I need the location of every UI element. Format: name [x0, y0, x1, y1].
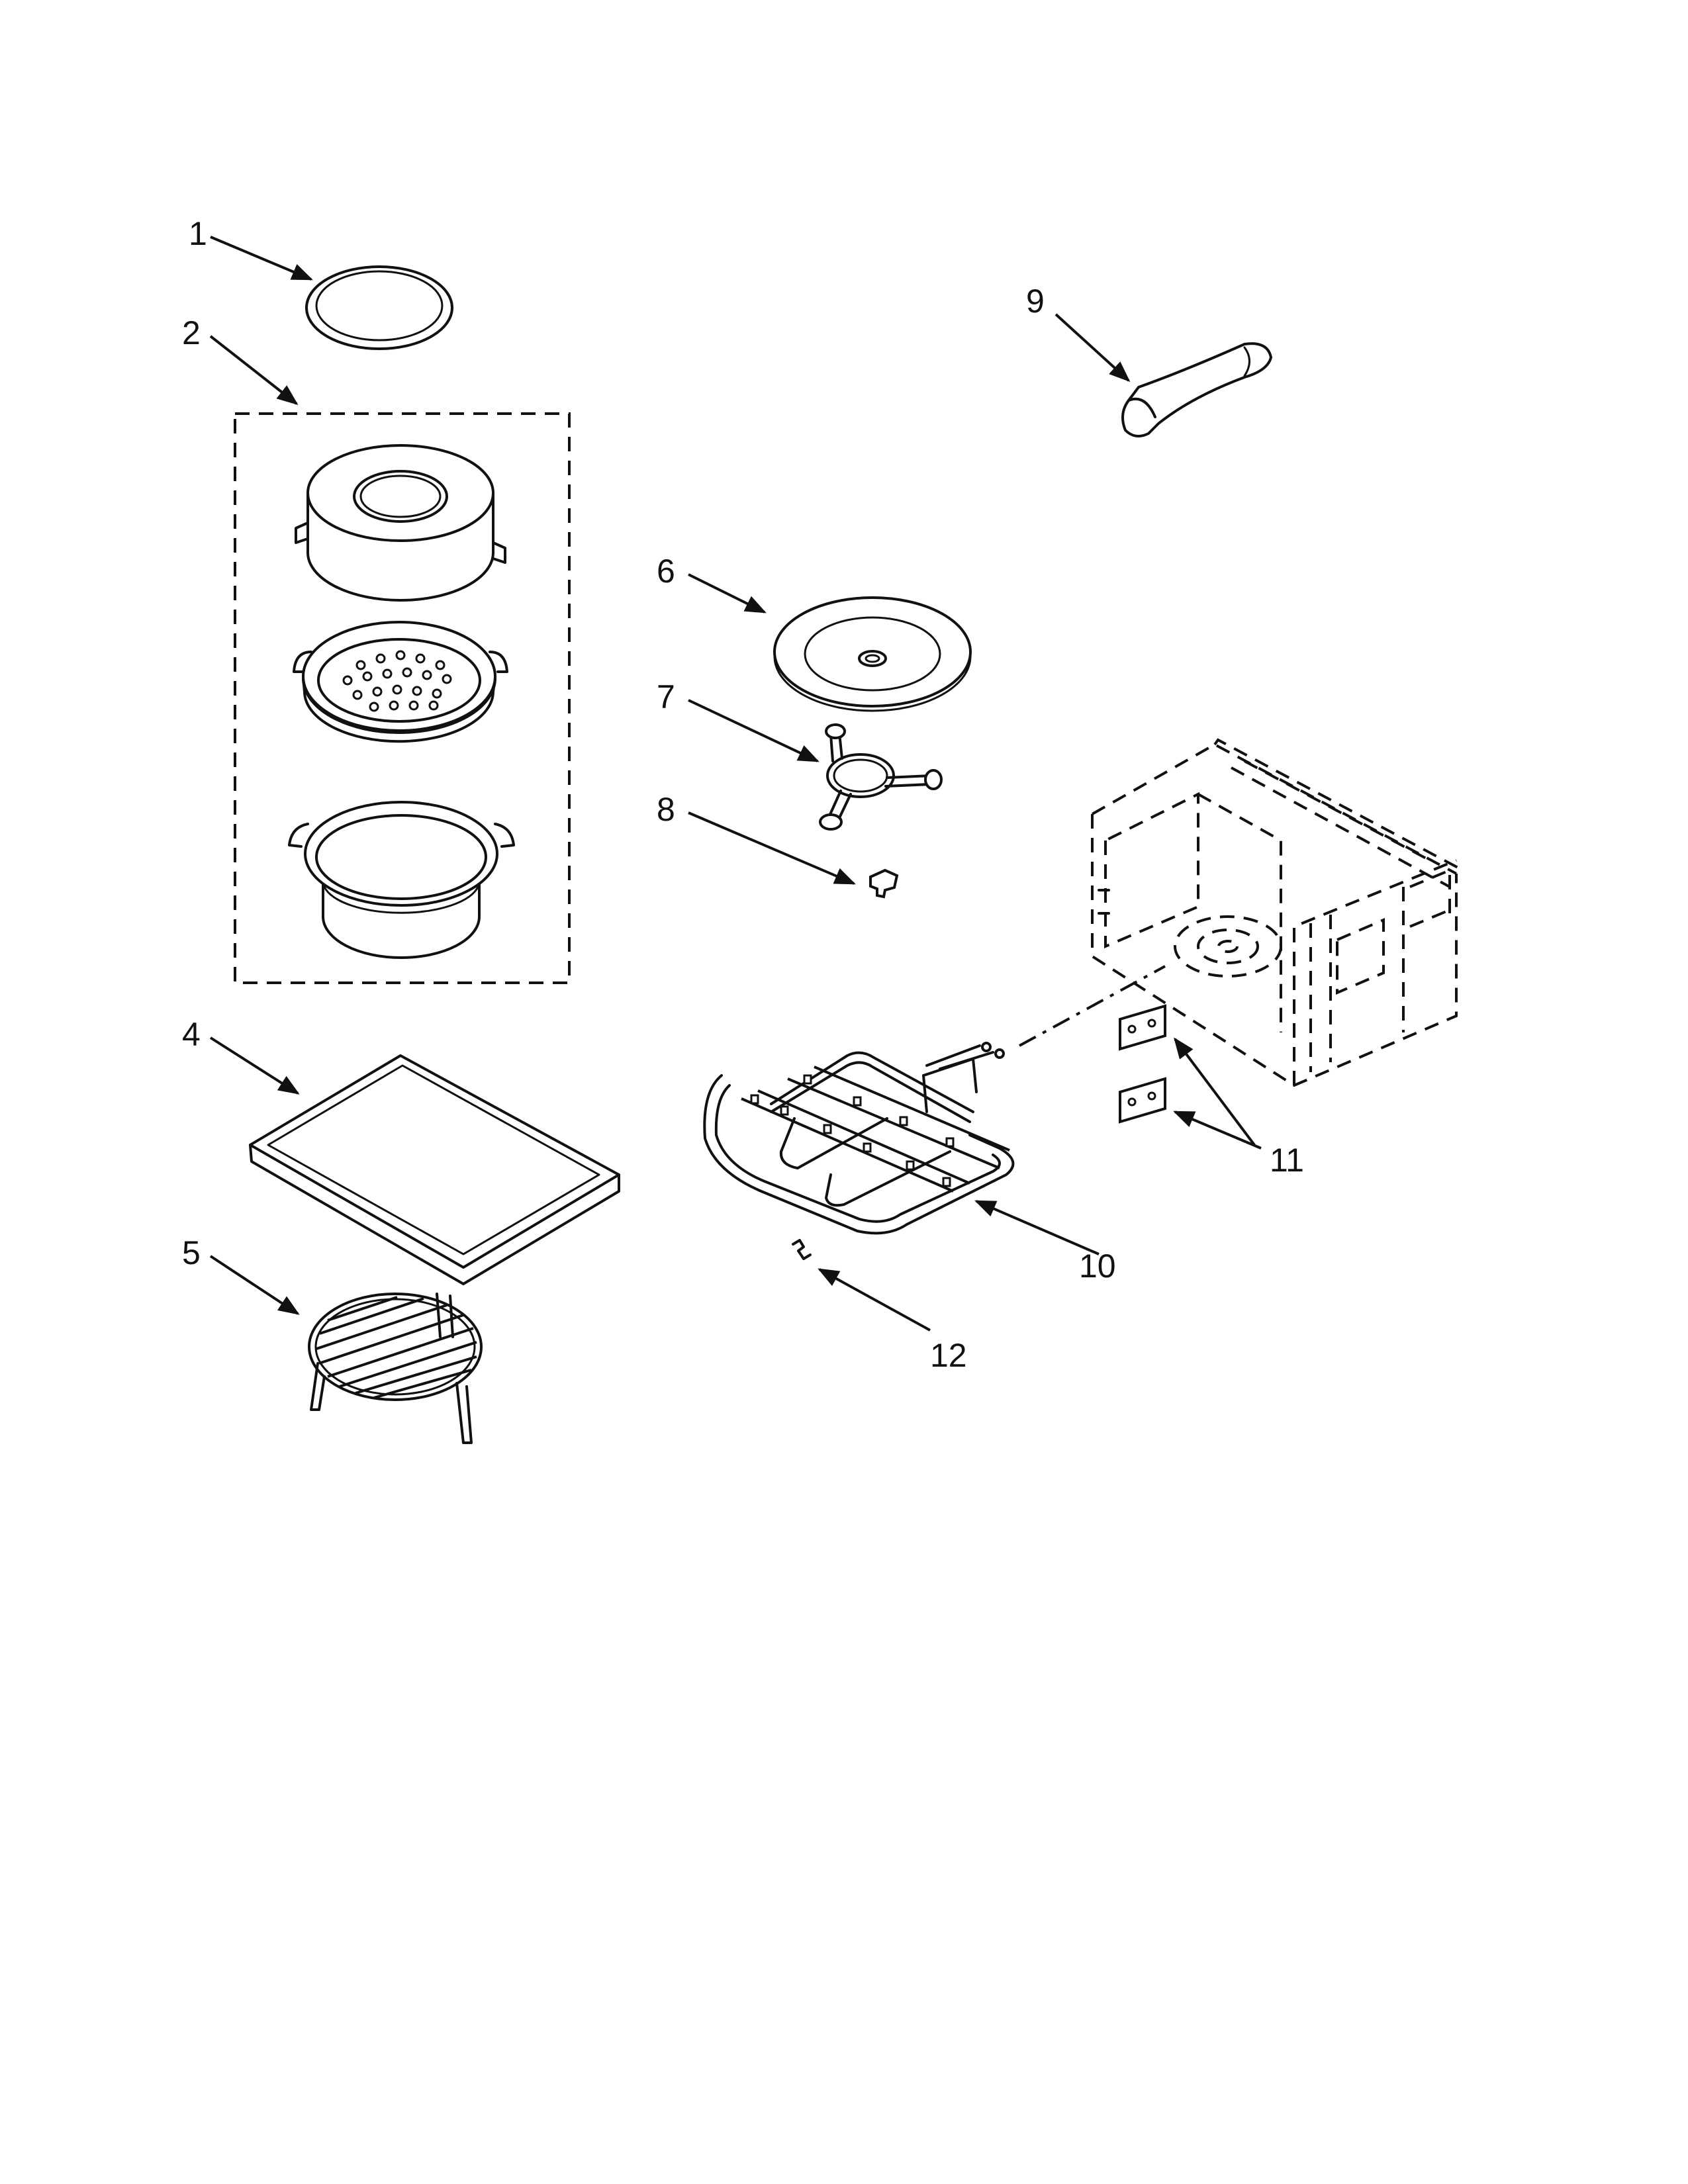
callout-8: 8: [657, 791, 675, 828]
steamer-basket: [293, 621, 508, 743]
callout-2: 2: [182, 314, 201, 351]
steamer-pot: [288, 801, 515, 959]
callout-12: 12: [930, 1337, 967, 1374]
part-12-clip: 12: [792, 1239, 967, 1374]
part-8-coupler: 8: [657, 791, 899, 899]
callout-9: 9: [1026, 283, 1045, 320]
steamer-lid: [295, 444, 506, 602]
part-10-heating-element: 10: [703, 1042, 1116, 1285]
callout-7: 7: [657, 678, 675, 715]
oven-cavity-phantom: [1019, 738, 1464, 1087]
part-9-handle: 9: [1026, 283, 1273, 437]
part-1-mesh-lid: 1: [189, 215, 453, 350]
part-11-brackets: 11: [1119, 1004, 1304, 1179]
part-7-roller-ring: 7: [657, 678, 943, 831]
callout-11: 11: [1270, 1142, 1304, 1179]
callout-5: 5: [182, 1234, 201, 1271]
part-2-steamer-kit: 2: [182, 314, 571, 984]
callout-4: 4: [182, 1016, 201, 1053]
part-5-wire-rack: 5: [182, 1234, 483, 1444]
callout-10: 10: [1079, 1248, 1116, 1285]
callout-1: 1: [189, 215, 207, 252]
part-6-turntable-plate: 6: [657, 553, 972, 712]
callout-6: 6: [657, 553, 675, 590]
part-4-baking-tray: 4: [182, 1016, 620, 1285]
